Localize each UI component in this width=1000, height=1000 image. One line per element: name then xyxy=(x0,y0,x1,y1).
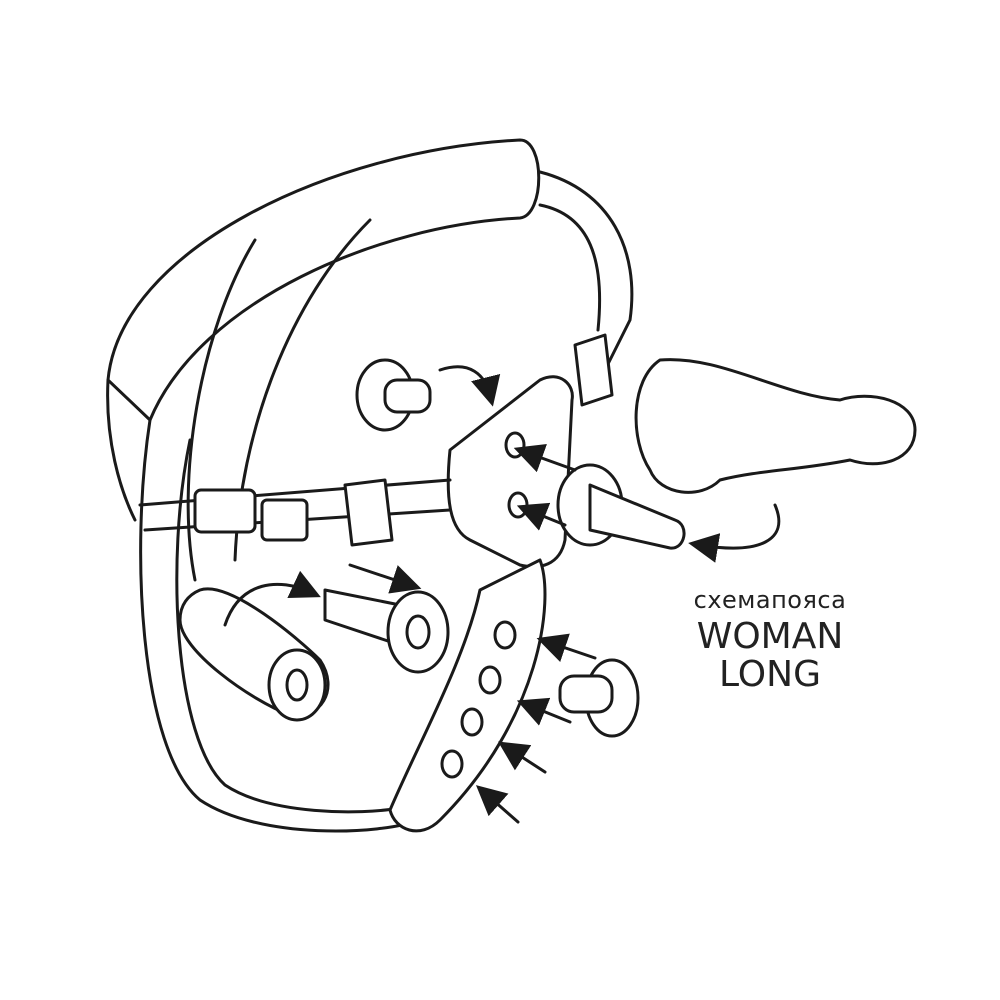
panel-hole-lower xyxy=(507,491,529,519)
adapter-base-thread xyxy=(405,614,431,650)
front-attachment xyxy=(634,358,917,494)
band-hole xyxy=(478,665,502,695)
connector-front-stem xyxy=(588,483,686,550)
lower-attachment-socket-thread xyxy=(285,668,309,702)
arrow-icon xyxy=(536,633,597,663)
strap-clip xyxy=(573,333,614,407)
waist-strap-inner-edge xyxy=(538,203,602,332)
band-hole xyxy=(460,707,484,737)
buckle-male xyxy=(260,498,309,542)
arrow-icon xyxy=(516,502,567,531)
arrow-icon xyxy=(513,443,577,473)
connector-side-stem xyxy=(558,674,614,714)
leg-strap xyxy=(139,418,422,833)
arrow-icon xyxy=(475,785,520,824)
model-name-line1: WOMAN xyxy=(696,616,844,657)
front-panel xyxy=(446,375,574,569)
band-hole xyxy=(440,749,464,779)
buckle-female xyxy=(193,488,257,534)
arrows xyxy=(223,365,781,824)
connector-top-stem xyxy=(383,378,432,414)
arrow-icon xyxy=(348,563,422,594)
arrow-icon xyxy=(497,741,547,774)
arrow-icon xyxy=(516,697,572,726)
leg-strap-inner-edge xyxy=(175,438,402,814)
rear-strap-outer-edge xyxy=(186,238,257,582)
panel-hole-upper xyxy=(504,431,526,459)
band-hole xyxy=(493,620,517,650)
model-name-line2: LONG xyxy=(719,654,821,695)
arrow-icon xyxy=(438,365,501,407)
strap-slider xyxy=(343,478,394,547)
waist-belt-side-edge xyxy=(106,378,137,522)
arrow-icon xyxy=(688,503,781,563)
diagram-caption: схемапояса xyxy=(693,586,847,614)
waist-belt xyxy=(106,138,541,422)
arrow-icon xyxy=(223,570,321,627)
waist-strap xyxy=(538,170,634,382)
